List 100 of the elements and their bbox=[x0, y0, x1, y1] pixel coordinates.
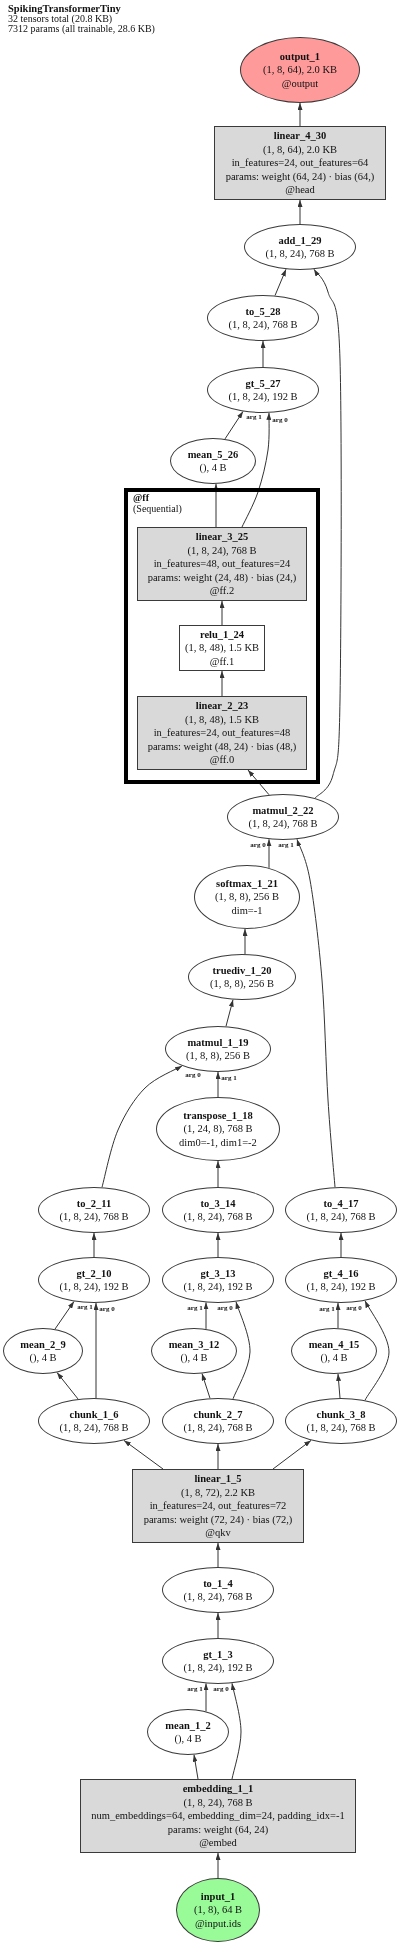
arrow bbox=[101, 1065, 183, 1188]
arrow bbox=[215, 1443, 221, 1470]
node-detail: (1, 8), 64 B bbox=[193, 1903, 243, 1917]
layer-box bbox=[80, 1779, 356, 1853]
node-detail: (1, 8, 24), 768 B bbox=[59, 1210, 129, 1224]
group-type: (Sequential) bbox=[133, 503, 182, 514]
node-detail: @ff.0 bbox=[209, 753, 235, 767]
arrow bbox=[336, 1373, 342, 1399]
layer-box bbox=[179, 625, 265, 671]
arrow bbox=[266, 838, 272, 869]
arrow bbox=[338, 1232, 344, 1258]
node-detail: (), 4 B bbox=[180, 1351, 208, 1365]
arrow bbox=[93, 1302, 99, 1399]
node-detail: (1, 8, 24), 768 B bbox=[306, 1421, 376, 1435]
arrow bbox=[201, 1373, 211, 1399]
node-detail: @qkv bbox=[205, 1526, 231, 1540]
node-detail: in_features=48, out_features=24 bbox=[153, 557, 291, 571]
node-detail: (1, 8, 24), 768 B bbox=[183, 1210, 253, 1224]
node-name: chunk_3_8 bbox=[316, 1407, 366, 1421]
arrow bbox=[247, 769, 270, 796]
node-name: output_1 bbox=[279, 49, 321, 64]
node-detail: (1, 8, 24), 768 B bbox=[228, 318, 298, 332]
arrow bbox=[364, 1300, 390, 1401]
node-detail: (1, 8, 48), 1.5 KB bbox=[184, 712, 260, 727]
arrow bbox=[274, 268, 287, 297]
arrow bbox=[225, 999, 234, 1027]
layer-box bbox=[137, 696, 307, 770]
node-name: gt_2_10 bbox=[76, 1266, 112, 1280]
arrow bbox=[192, 1754, 199, 1780]
node-detail: params: weight (72, 24) · bias (72,) bbox=[143, 1512, 293, 1527]
arrow bbox=[219, 600, 225, 626]
arrow bbox=[297, 102, 303, 127]
node-name: chunk_1_6 bbox=[69, 1407, 119, 1421]
node-detail: params: weight (64, 24) bbox=[167, 1822, 269, 1837]
node-name: to_3_14 bbox=[200, 1196, 236, 1210]
node-name: linear_2_23 bbox=[195, 699, 249, 713]
summary-line: 7312 params (all trainable, 28.6 KB) bbox=[8, 24, 155, 34]
arrow bbox=[215, 1612, 221, 1639]
node-name: transpose_1_18 bbox=[183, 1108, 253, 1123]
node-name: matmul_2_22 bbox=[252, 803, 314, 817]
node-detail: @ff.1 bbox=[209, 654, 235, 669]
node-detail: (1, 8, 24), 192 B bbox=[306, 1280, 376, 1294]
node-name: linear_1_5 bbox=[194, 1472, 242, 1486]
node-detail: @ff.2 bbox=[209, 584, 235, 598]
node-name: relu_1_24 bbox=[199, 627, 245, 642]
node-detail: (1, 8, 24), 768 B bbox=[183, 1421, 253, 1435]
node-detail: (1, 8, 24), 768 B bbox=[187, 543, 257, 558]
node-name: mean_4_15 bbox=[308, 1337, 360, 1351]
node-name: linear_4_30 bbox=[273, 129, 327, 143]
node-detail: (1, 8, 72), 2.2 KB bbox=[180, 1485, 256, 1500]
node-detail: in_features=24, out_features=48 bbox=[153, 726, 291, 740]
node-detail: (1, 8, 24), 192 B bbox=[228, 390, 298, 404]
group-name: @ff bbox=[133, 493, 149, 504]
arrow bbox=[56, 1372, 79, 1400]
node-detail: params: weight (24, 48) · bias (24,) bbox=[147, 570, 297, 585]
node-detail: params: weight (48, 24) · bias (48,) bbox=[147, 739, 297, 754]
node-detail: params: weight (64, 24) · bias (64,) bbox=[225, 169, 375, 184]
node-detail: @input.ids bbox=[194, 1916, 242, 1931]
node-name: mean_1_2 bbox=[165, 1718, 211, 1732]
node-detail: (1, 8, 64), 2.0 KB bbox=[262, 142, 338, 157]
node-name: gt_5_27 bbox=[245, 376, 281, 390]
node-detail: @output bbox=[281, 76, 319, 91]
node-detail: dim0=-1, dim1=-2 bbox=[179, 1135, 257, 1150]
arrow bbox=[213, 483, 219, 528]
node-name: to_1_4 bbox=[203, 1576, 233, 1590]
arrow bbox=[215, 1542, 221, 1568]
node-detail: (1, 8, 24), 768 B bbox=[183, 1590, 253, 1604]
node-name: mean_2_9 bbox=[20, 1337, 66, 1351]
node-detail: (1, 8, 8), 256 B bbox=[186, 1049, 250, 1063]
arrow bbox=[241, 412, 272, 528]
arrow bbox=[215, 1852, 221, 1879]
node-detail: (1, 8, 24), 768 B bbox=[265, 247, 335, 261]
arrow bbox=[313, 268, 342, 799]
node-detail: (1, 8, 24), 768 B bbox=[183, 1795, 253, 1810]
node-detail: (), 4 B bbox=[174, 1732, 202, 1746]
node-detail: dim=-1 bbox=[231, 903, 263, 918]
arrow bbox=[242, 928, 248, 955]
layer-box bbox=[137, 527, 307, 601]
node-detail: (1, 8, 8), 256 B bbox=[210, 977, 274, 991]
node-name: to_5_28 bbox=[245, 304, 281, 318]
arrow bbox=[231, 1682, 242, 1780]
arrow bbox=[272, 1439, 312, 1470]
node-name: chunk_2_7 bbox=[193, 1407, 243, 1421]
arrow bbox=[219, 670, 225, 697]
node-detail: @head bbox=[285, 183, 315, 197]
arrow bbox=[260, 340, 266, 368]
arrow bbox=[297, 199, 303, 225]
node-name: truediv_1_20 bbox=[212, 963, 272, 977]
node-name: softmax_1_21 bbox=[216, 876, 278, 891]
node-detail: num_embeddings=64, embedding_dim=24, padding_idx=-1 bbox=[91, 1809, 345, 1823]
node-name: matmul_1_19 bbox=[187, 1035, 249, 1049]
node-name: add_1_29 bbox=[278, 233, 322, 247]
arrow bbox=[215, 1232, 221, 1258]
node-detail: (1, 8, 48), 1.5 KB bbox=[184, 641, 260, 655]
node-detail: (), 4 B bbox=[29, 1351, 57, 1365]
summary-line: 32 tensors total (20.8 KB) bbox=[8, 14, 113, 24]
node-name: gt_1_3 bbox=[203, 1647, 233, 1661]
arrow bbox=[203, 1682, 209, 1712]
node-detail: (), 4 B bbox=[320, 1351, 348, 1365]
node-detail: in_features=24, out_features=64 bbox=[231, 156, 369, 170]
